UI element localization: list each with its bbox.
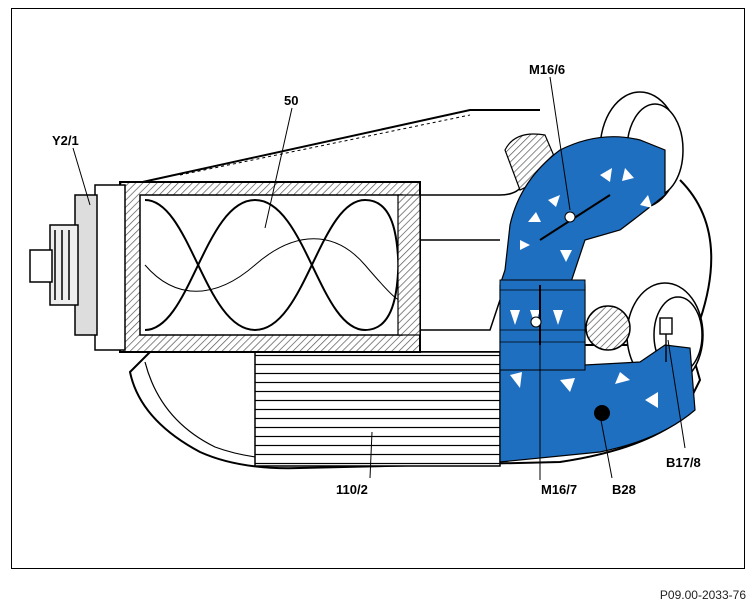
m16-6-flap-pivot: [564, 211, 576, 223]
label-b28: B28: [612, 482, 636, 497]
label-b17-8: B17/8: [666, 455, 701, 470]
flow-arrow: [560, 378, 575, 392]
leader-lines: [72, 76, 686, 480]
flow-arrow: [622, 168, 634, 181]
charge-air-plenum: [499, 279, 586, 371]
flow-arrow: [520, 240, 530, 250]
flow-arrow: [510, 372, 522, 388]
flow-arrow: [615, 372, 630, 384]
flow-arrow: [640, 195, 652, 208]
intercooler-core: [254, 351, 501, 467]
label-y2-1: Y2/1: [52, 133, 79, 148]
top-cover: [137, 109, 540, 184]
b28-pressure-sensor: [594, 405, 610, 421]
label-m16-7: M16/7: [541, 482, 577, 497]
rotor-drive-bearing: [397, 194, 421, 336]
airflow-path: [499, 136, 696, 463]
helical-rotors: [144, 198, 401, 332]
flow-arrow: [548, 195, 560, 207]
plenum-ribs: [500, 289, 585, 343]
b17-8-temp-sensor: [659, 317, 673, 362]
bypass-valve-body: [585, 305, 631, 351]
rotor-chamber: [139, 194, 403, 336]
label-110-2: 110/2: [336, 482, 368, 497]
top-cover-ribs: [179, 114, 471, 176]
flow-arrow: [510, 310, 520, 325]
flow-arrow: [600, 168, 612, 182]
label-m16-6: M16/6: [529, 62, 565, 77]
flow-arrow: [528, 212, 541, 222]
label-50: 50: [284, 93, 298, 108]
flow-arrow: [560, 250, 572, 262]
flow-arrow: [645, 392, 658, 408]
m16-7-flap-pivot: [530, 316, 542, 328]
flow-arrows: [510, 168, 658, 408]
flow-arrow: [553, 310, 563, 325]
figure-reference-number: P09.00-2033-76: [659, 588, 746, 602]
electromagnetic-clutch: [29, 184, 126, 351]
